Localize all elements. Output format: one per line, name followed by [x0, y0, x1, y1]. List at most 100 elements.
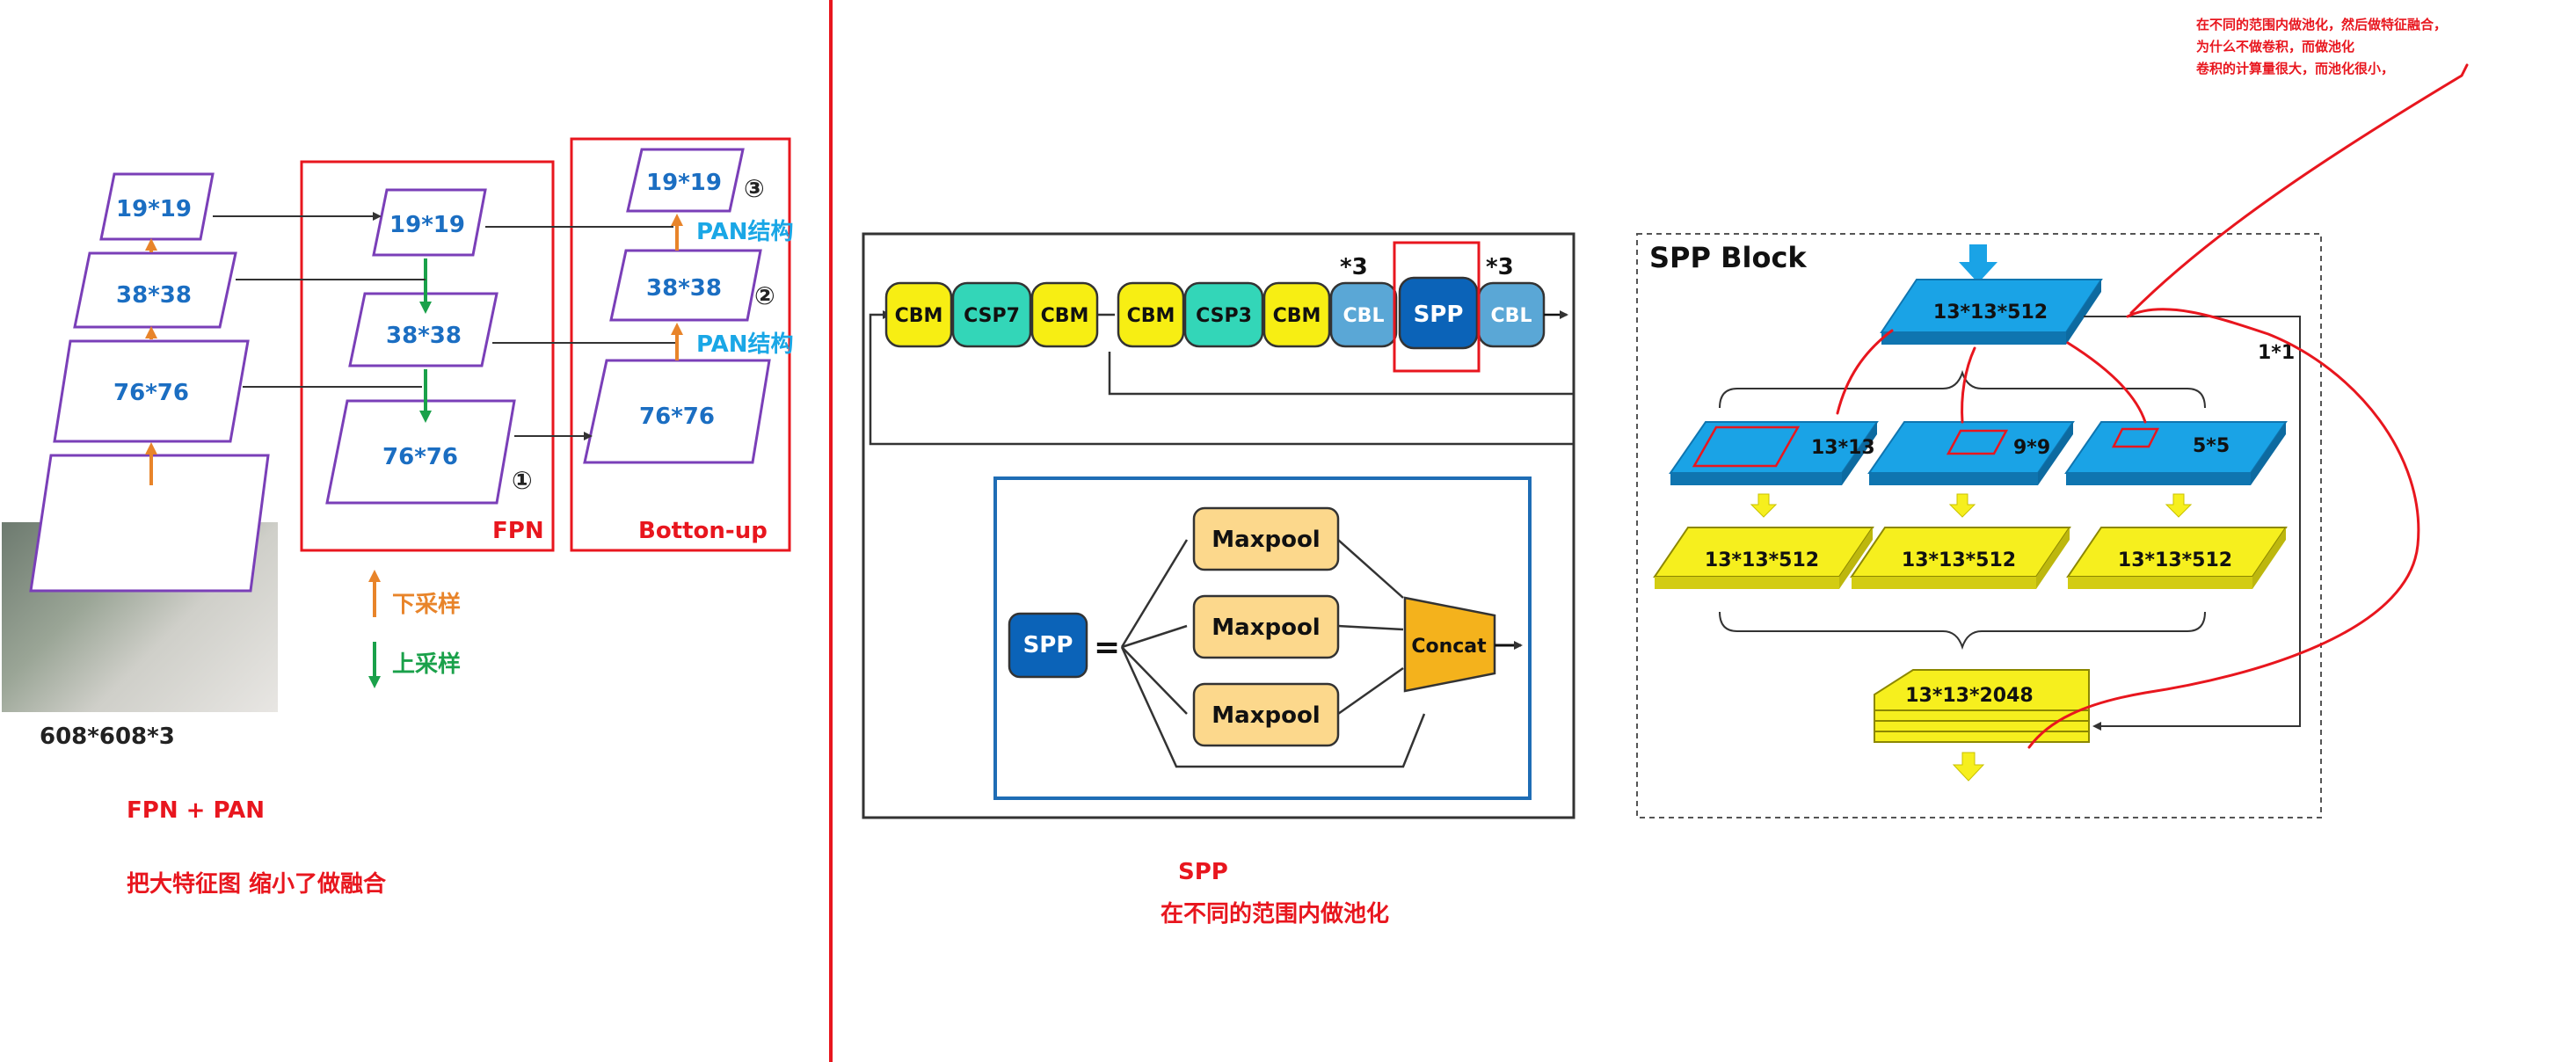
spp-equals: = — [1094, 629, 1120, 666]
fpn-pan-note: 把大特征图 缩小了做融合 — [127, 870, 387, 898]
fpn-node-19 — [372, 188, 487, 257]
concat-stack — [1874, 669, 2090, 743]
circle-1: ① — [512, 466, 533, 495]
block-cbl-1-label: CBL — [1343, 305, 1385, 327]
concat-label: Concat — [1411, 636, 1487, 658]
spp-block-title: SPP Block — [1649, 241, 1807, 274]
spp-caption-text: 在不同的范围内做池化 — [1161, 900, 1389, 927]
pyramid-node-38 — [73, 251, 237, 329]
block-spp-label: SPP — [1414, 302, 1464, 328]
pool-slab-2 — [1867, 421, 2075, 485]
fpn-box — [300, 160, 555, 552]
pool-slab-1 — [1669, 421, 1879, 485]
out-slab-3-label: 13*13*512 — [2118, 549, 2232, 571]
backbone-skip — [1108, 352, 1574, 396]
maxpool-3 — [1192, 682, 1340, 747]
red-annotations — [1836, 63, 2469, 749]
out-slab-1 — [1653, 527, 1874, 589]
legend-down-label: 下采样 — [392, 591, 461, 618]
fpn-node-38 — [348, 292, 498, 367]
input-arrow — [1959, 244, 1997, 283]
block-cbm-4-label: CBM — [1273, 305, 1321, 327]
top-slab-label: 13*13*512 — [1933, 302, 2048, 324]
input-plane — [29, 454, 270, 593]
pan-struct-1: PAN结构 — [696, 219, 794, 245]
fpn-pan-title: FPN + PAN — [127, 797, 265, 824]
top-slab — [1880, 279, 2103, 345]
input-size-label: 608*608*3 — [40, 724, 175, 750]
pool-arrow-2 — [1948, 493, 1976, 518]
out-slab-3 — [2066, 527, 2288, 589]
fpn-label: FPN — [492, 518, 544, 544]
concat-stack-label: 13*13*2048 — [1905, 685, 2033, 707]
block-cbm-3-label: CBM — [1127, 305, 1175, 327]
fpn-label-38: 38*38 — [386, 323, 462, 349]
block-cbm-1 — [884, 281, 953, 348]
pyramid-node-76 — [53, 339, 250, 443]
spp-caption-title: SPP — [1178, 859, 1228, 885]
fpn-label-19: 19*19 — [389, 212, 465, 238]
bracket-bottom — [1719, 611, 2206, 651]
block-csp3 — [1183, 281, 1264, 348]
pan-label-76: 76*76 — [639, 404, 715, 430]
circle-2: ② — [754, 281, 775, 310]
fpn-label-76: 76*76 — [382, 444, 458, 470]
mult-2: *3 — [1486, 254, 1514, 280]
out-slab-2-label: 13*13*512 — [1902, 549, 2016, 571]
pool-slab-3 — [2064, 421, 2288, 485]
mult-1: *3 — [1340, 254, 1368, 280]
block-spp — [1398, 276, 1479, 350]
pool-size-13: 13*13 — [1811, 437, 1875, 459]
block-cbm-4 — [1263, 281, 1331, 348]
pyramid-label-76: 76*76 — [113, 380, 189, 406]
pyramid-label-38: 38*38 — [116, 282, 192, 309]
shortcut-line — [2084, 316, 2301, 731]
pool-size-9: 9*9 — [2013, 437, 2050, 459]
pool-arrow-1 — [1750, 493, 1778, 518]
block-cbm-2-label: CBM — [1041, 305, 1089, 327]
circle-3: ③ — [744, 174, 765, 203]
maxpool-1 — [1192, 506, 1340, 571]
pan-node-19 — [626, 148, 745, 213]
pan-node-76 — [583, 359, 771, 464]
botton-up-label: Botton-up — [638, 518, 768, 544]
spp-detail-block — [1008, 612, 1088, 679]
spp-highlight — [1393, 241, 1481, 373]
maxpool-2 — [1192, 594, 1340, 659]
pan-node-38 — [609, 249, 762, 322]
pan-label-38: 38*38 — [646, 275, 722, 302]
concat-block — [1403, 596, 1496, 693]
spp-branches — [1120, 539, 1426, 768]
block-csp3-label: CSP3 — [1196, 305, 1252, 327]
note-line-1: 在不同的范围内做池化，然后做特征融合， — [2196, 17, 2447, 33]
block-cbl-1 — [1329, 281, 1398, 348]
block-csp7-label: CSP7 — [964, 305, 1020, 327]
block-csp7 — [951, 281, 1032, 348]
pool-arrow-3 — [2165, 493, 2193, 518]
note-line-3: 卷积的计算量很大，而池化很小， — [2195, 61, 2394, 76]
pool-size-5: 5*5 — [2193, 435, 2230, 457]
pyramid-node-19 — [99, 172, 215, 241]
legend-up-label: 上采样 — [392, 651, 461, 678]
pan-struct-2: PAN结构 — [696, 331, 794, 358]
bracket-top — [1719, 369, 2206, 409]
pan-label-19: 19*19 — [646, 170, 722, 196]
spp-detail-label: SPP — [1023, 632, 1073, 658]
backbone-blocks: CBM CSP7 CBM CBM CSP3 CBM CBL SPP CBL — [884, 276, 1568, 350]
maxpool-2-label: Maxpool — [1212, 615, 1320, 641]
maxpool-1-label: Maxpool — [1212, 527, 1320, 553]
out-slab-2 — [1850, 527, 2071, 589]
block-cbl-2-label: CBL — [1491, 305, 1532, 327]
shortcut-label: 1*1 — [2258, 342, 2295, 364]
pyramid-label-19: 19*19 — [116, 196, 192, 222]
block-cbm-3 — [1117, 281, 1185, 348]
pan-box — [570, 137, 791, 552]
backbone-loop — [869, 310, 1574, 446]
maxpool-3-label: Maxpool — [1212, 702, 1320, 729]
final-arrow — [1952, 752, 1985, 782]
note-line-2: 为什么不做卷积，而做池化 — [2196, 39, 2354, 55]
block-cbm-1-label: CBM — [895, 305, 943, 327]
out-slab-1-label: 13*13*512 — [1705, 549, 1819, 571]
fpn-node-76 — [325, 399, 516, 505]
